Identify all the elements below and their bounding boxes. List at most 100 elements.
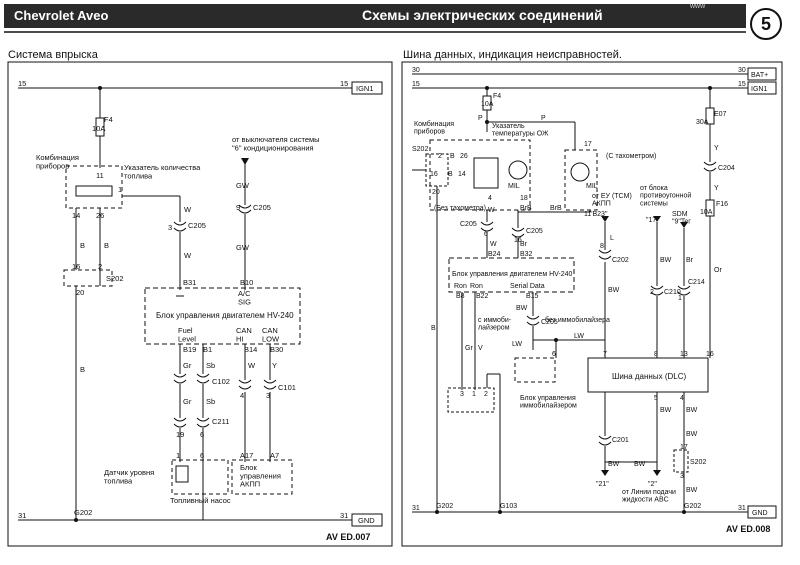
right-connector-c202: C202	[612, 257, 629, 264]
right-panel-frame	[401, 61, 783, 547]
left-pin-9: 9	[236, 203, 240, 212]
right-wire-bw7: BW	[634, 461, 646, 468]
right-pin-b32: B32	[520, 251, 533, 258]
left-pin-a17: A17	[240, 451, 253, 460]
right-wire-bw1: BW	[608, 287, 620, 294]
right-ron1: Ron	[454, 283, 467, 290]
right-pin-4: 4	[488, 195, 492, 202]
right-pin-1: 1	[472, 391, 476, 398]
right-notach-label: (Без тахометра)	[434, 205, 486, 212]
left-wire-gw1: GW	[236, 181, 250, 190]
right-wire-brb1: BrB	[520, 205, 532, 212]
right-pin-q21: "21"	[596, 481, 609, 488]
left-pin-19: 19	[176, 430, 184, 439]
right-wire-y1: Y	[714, 145, 719, 152]
left-wire-sb1: Sb	[206, 361, 215, 370]
right-fuse-f4: F4	[493, 93, 501, 100]
right-wire-bw8: BW	[686, 431, 698, 438]
right-pin-q17: "17"	[646, 217, 659, 224]
right-wire-bw3: BW	[660, 257, 672, 264]
right-wire-gr: Gr	[465, 345, 473, 352]
right-fuse-e07: E07	[714, 111, 727, 118]
right-ecm-label: Блок управления двигателем HV-240	[452, 271, 573, 278]
left-pin-3: 3	[168, 223, 172, 232]
right-pin-13: 13	[680, 351, 688, 358]
left-pin-6: 6	[200, 430, 204, 439]
right-sdm-label: SDM"9"Teг	[672, 211, 691, 226]
left-ecm-label: Блок управления двигателем HV-240	[156, 311, 294, 320]
left-wire-w-b: W	[184, 251, 192, 260]
right-pin-2: 2	[438, 153, 442, 160]
right-pin-26: 26	[460, 153, 468, 160]
right-wire-or: Or	[714, 267, 722, 274]
right-wire-30b: 30	[738, 67, 746, 74]
right-splice-s202b: S202	[690, 459, 706, 466]
left-connector-c205a: C205	[188, 221, 206, 230]
right-pin-8b: 8	[654, 351, 658, 358]
left-connector-c205b: C205	[253, 203, 271, 212]
right-ign1-tag: IGN1	[751, 86, 767, 93]
right-ref-code: AV ED.008	[726, 524, 770, 534]
left-pin-3b: 3	[266, 391, 270, 400]
left-fuse-f4-rating: 10A	[92, 124, 105, 133]
right-bat-tag: BAT+	[751, 72, 768, 79]
left-wire-sb2: Sb	[206, 397, 215, 406]
right-pin-6: 6	[484, 231, 488, 238]
right-wire-31b: 31	[738, 505, 746, 512]
left-wire-w-can: W	[248, 361, 256, 370]
right-serial-label: Serial Data	[510, 283, 545, 290]
right-pin-5: 5	[654, 395, 658, 402]
left-pin-a7: A7	[270, 451, 279, 460]
right-connector-c205b: C205	[526, 228, 543, 235]
left-wire-w-a: W	[184, 205, 192, 214]
right-ground-g103: G103	[500, 503, 517, 510]
left-panel-title: Система впрыска	[8, 49, 98, 61]
right-pin-7: 7	[603, 351, 607, 358]
left-connector-c101: C101	[278, 383, 296, 392]
right-wire-bw4: BW	[660, 407, 672, 414]
right-splice-s202: S202	[412, 146, 428, 153]
right-tcm-pin-b23: "B23"	[590, 211, 608, 218]
right-pin-14: 14	[458, 171, 466, 178]
right-pin-b15: B15	[526, 293, 539, 300]
left-pin-1b: 1	[176, 451, 180, 460]
right-wire-w1: W	[488, 207, 495, 214]
right-pin-17b: 17	[680, 444, 688, 451]
left-ground-g202: G202	[74, 508, 92, 517]
left-wire-gr2: Gr	[183, 397, 192, 406]
right-ground-g202b: G202	[684, 503, 701, 510]
right-pin-16b: 16	[514, 237, 522, 244]
right-pin-8: 8	[600, 243, 604, 250]
right-fuse-f16: F16	[716, 201, 728, 208]
right-wire-brb2: BrB	[550, 205, 562, 212]
left-wire-b3: B	[80, 365, 85, 374]
right-pin-1c: 1	[678, 295, 682, 302]
left-wire-b2: B	[104, 241, 109, 250]
left-ign1-tag: IGN1	[356, 84, 374, 93]
right-pin-b22: B22	[476, 293, 489, 300]
right-pin-16c: 16	[706, 351, 714, 358]
right-dlc-label: Шина данных (DLC)	[612, 372, 686, 381]
right-wire-bw6: BW	[608, 461, 620, 468]
right-wire-l1: L	[610, 235, 614, 242]
right-tach-label: (С тахометром)	[606, 153, 656, 160]
right-pin-2c: 2	[650, 289, 654, 296]
right-wire-br2: Br	[686, 257, 694, 264]
right-pin-b24: B24	[488, 251, 501, 258]
right-wire-w2: W	[490, 241, 497, 248]
right-wire-15a: 15	[412, 81, 420, 88]
right-wire-bw2: BW	[516, 305, 528, 312]
right-pin-2b: 2	[484, 391, 488, 398]
left-pin-20: 20	[76, 288, 84, 297]
left-fuse-f4: F4	[104, 115, 113, 124]
